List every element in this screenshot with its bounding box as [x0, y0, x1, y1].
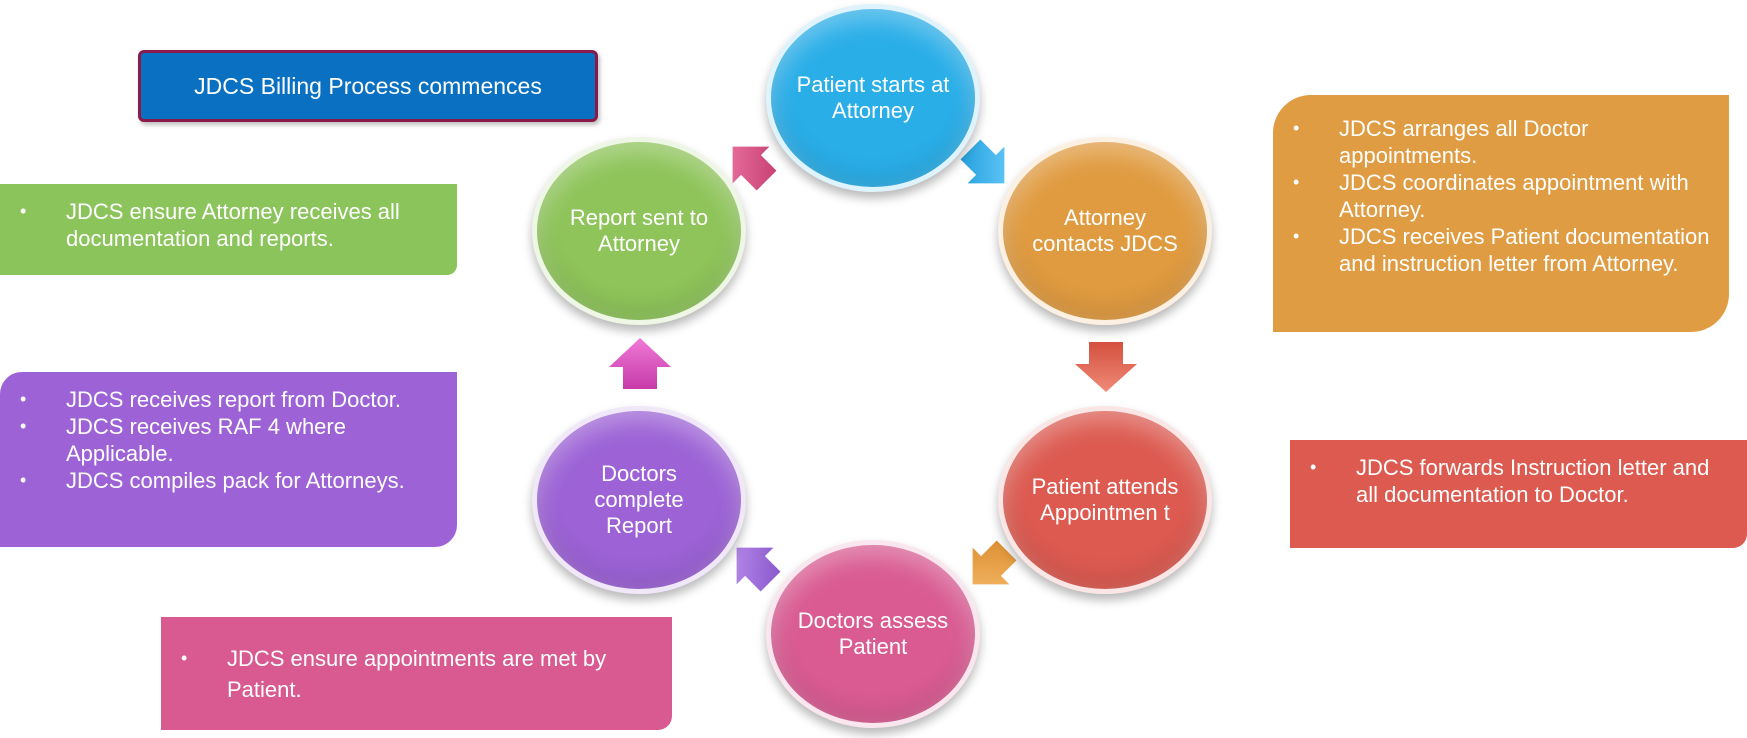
note-item: JDCS receives report from Doctor.	[18, 386, 441, 413]
step-attorney-contacts-label: Attorney contacts JDCS	[1032, 205, 1178, 256]
step-patient-attends: Patient attends Appointmen t	[998, 406, 1212, 594]
arrow-start-to-attorney	[960, 139, 1005, 184]
note-report-handling: JDCS receives report from Doctor. JDCS r…	[0, 372, 457, 547]
note-item: JDCS receives RAF 4 where Applicable.	[18, 413, 441, 467]
arrow-appointment-to-assess	[972, 540, 1017, 585]
note-item: JDCS coordinates appointment with Attorn…	[1291, 169, 1713, 223]
note-item: JDCS arranges all Doctor appointments.	[1291, 115, 1713, 169]
note-appointments-met: JDCS ensure appointments are met by Pati…	[161, 617, 672, 730]
step-patient-attends-label: Patient attends Appointmen t	[1031, 474, 1179, 525]
note-arrangements: JDCS arranges all Doctor appointments. J…	[1273, 95, 1729, 332]
arrow-complete-to-report-sent	[609, 338, 671, 389]
note-item: JDCS ensure Attorney receives all docume…	[18, 198, 441, 252]
note-forwarding: JDCS forwards Instruction letter and all…	[1290, 440, 1747, 548]
step-doctors-complete: Doctors complete Report	[532, 406, 746, 594]
note-item: JDCS ensure appointments are met by Pati…	[179, 643, 656, 705]
step-report-sent-label: Report sent to Attorney	[569, 205, 709, 256]
note-item: JDCS compiles pack for Attorneys.	[18, 467, 441, 494]
arrow-attorney-to-appointment	[1075, 342, 1137, 392]
process-title-banner: JDCS Billing Process commences	[138, 50, 598, 122]
step-doctors-assess: Doctors assess Patient	[766, 540, 980, 728]
arrow-report-to-start	[732, 146, 777, 191]
step-patient-starts-label: Patient starts at Attorney	[796, 72, 950, 123]
note-attorney-receives: JDCS ensure Attorney receives all docume…	[0, 184, 457, 275]
arrow-assess-to-complete	[736, 547, 781, 592]
step-doctors-complete-label: Doctors complete Report	[594, 461, 684, 538]
step-report-sent: Report sent to Attorney	[532, 137, 746, 325]
step-doctors-assess-label: Doctors assess Patient	[797, 608, 949, 659]
note-item: JDCS forwards Instruction letter and all…	[1308, 454, 1731, 508]
step-patient-starts: Patient starts at Attorney	[766, 4, 980, 192]
step-attorney-contacts: Attorney contacts JDCS	[998, 137, 1212, 325]
note-item: JDCS receives Patient documentation and …	[1291, 223, 1713, 277]
